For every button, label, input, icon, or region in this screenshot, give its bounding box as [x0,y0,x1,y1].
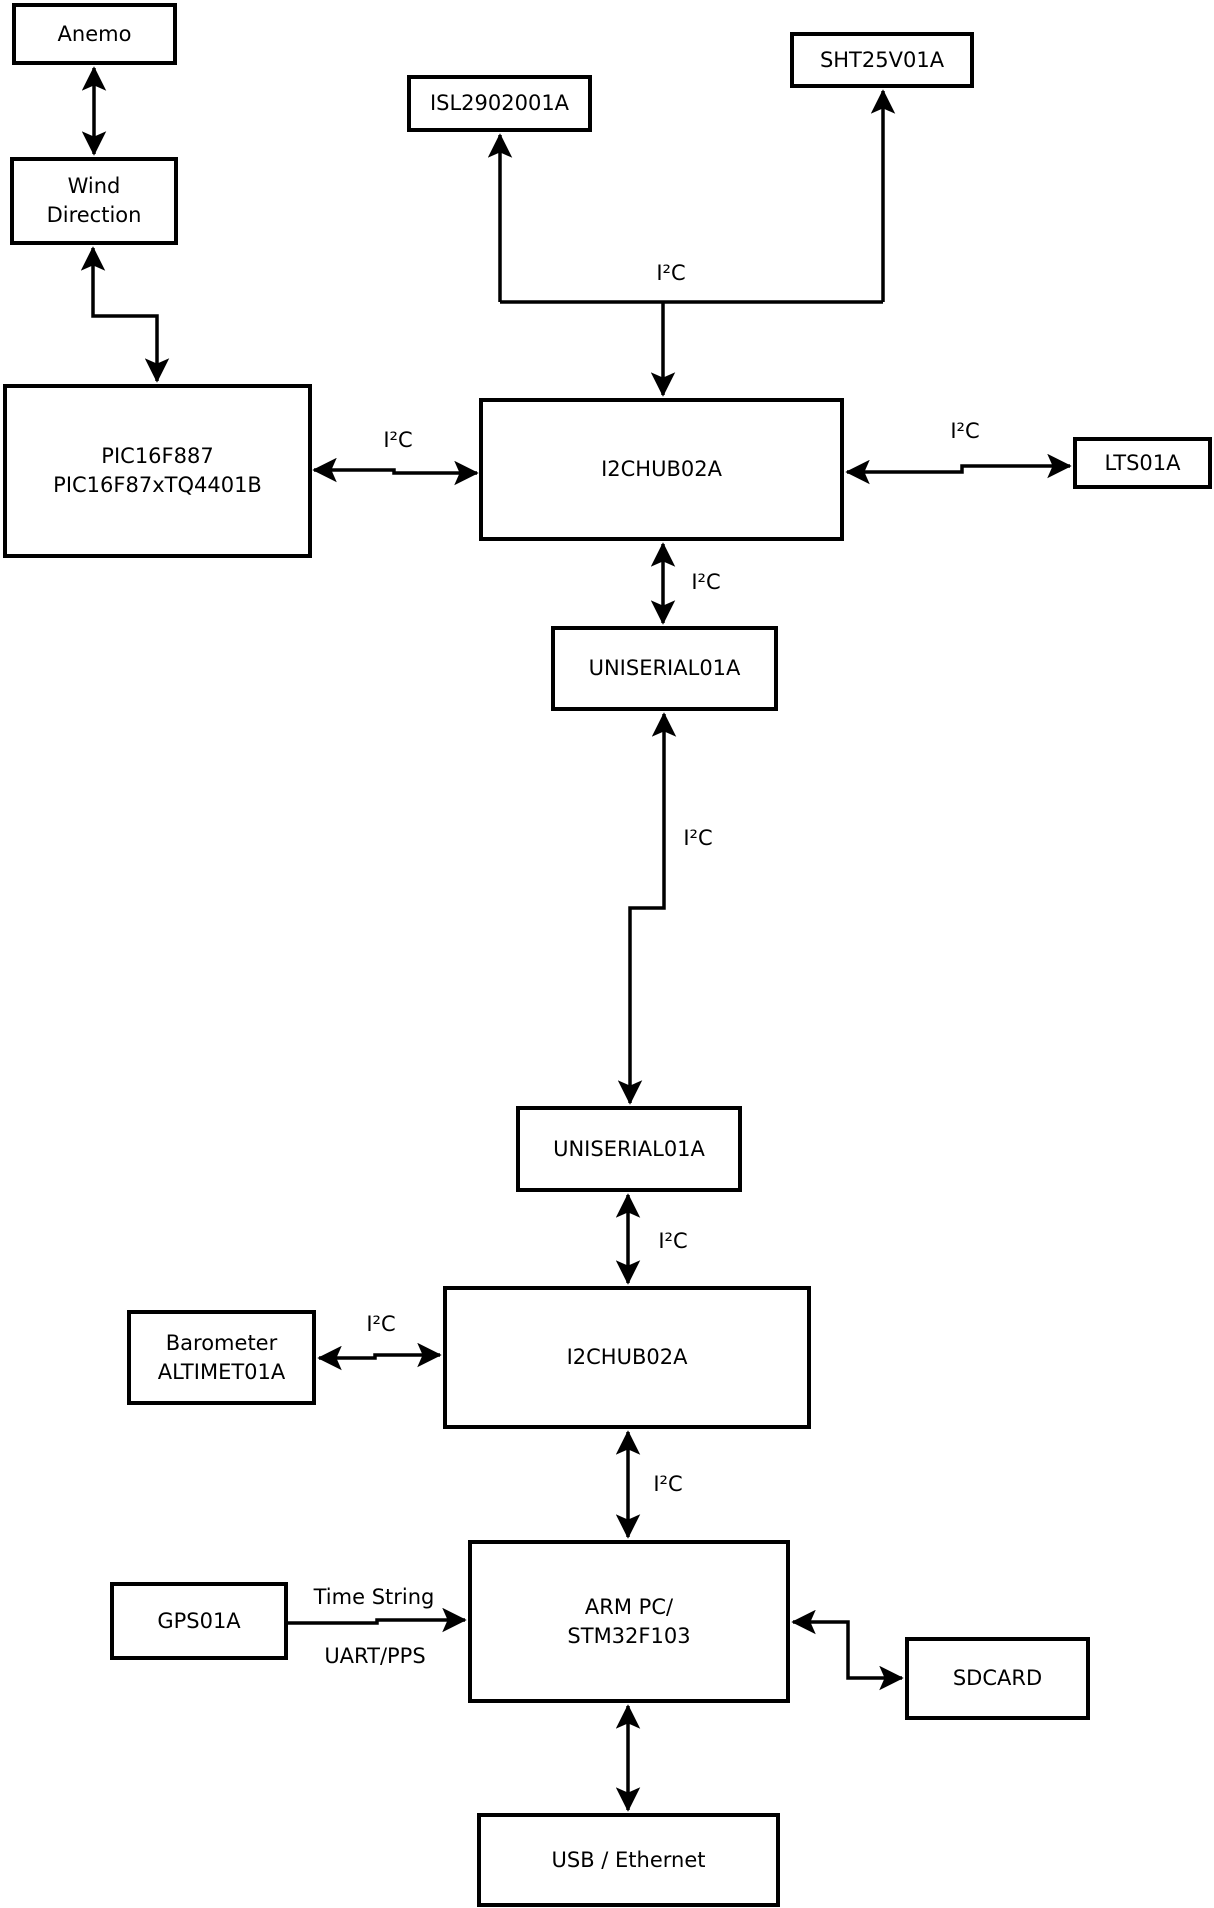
connector-arm-pc-sdcard [791,1609,904,1691]
edge-label-i2c-hub-lts: I²C [950,419,980,443]
node-gps01a: GPS01A [110,1582,288,1660]
edge-label-uart-pps: UART/PPS [324,1644,426,1668]
node-label: SHT25V01A [819,47,945,72]
node-label: UNISERIAL01A [588,656,741,681]
connector-i2chub02a-upper-lts01a [845,453,1072,485]
node-sht25v01a: SHT25V01A [790,32,974,88]
connector-pic16f887-i2chub02a-upper [312,457,479,486]
node-barometer-altimet01a: Barometer ALTIMET01A [127,1310,316,1405]
connector-wind-direction-pic16f887 [80,246,170,383]
node-lts01a: LTS01A [1073,437,1212,489]
node-label: PIC16F887 [101,444,214,469]
edge-label-i2c-bus: I²C [656,261,686,285]
node-label: ARM PC/ [584,1594,674,1619]
node-label: SDCARD [952,1666,1043,1691]
node-arm-pc: ARM PC/ STM32F103 [468,1540,790,1703]
node-usb-ethernet: USB / Ethernet [477,1813,780,1907]
node-label: ISL2902001A [429,91,570,116]
node-isl2902001a: ISL2902001A [407,75,592,132]
node-uniserial01a-upper: UNISERIAL01A [551,626,778,711]
node-label: GPS01A [157,1608,241,1633]
node-wind-direction: Wind Direction [10,157,178,245]
node-i2chub02a-upper: I2CHUB02A [479,398,844,541]
node-pic16f887: PIC16F887 PIC16F87xTQ4401B [3,384,312,558]
node-label: LTS01A [1104,450,1181,475]
node-label: I2CHUB02A [566,1345,688,1370]
edge-label-i2c-uniserial-hub: I²C [658,1229,688,1253]
connector-barometer-i2chub02a-lower [317,1342,442,1371]
edge-label-i2c-hub-uniserial: I²C [691,570,721,594]
node-label: STM32F103 [567,1623,691,1648]
node-label: Anemo [57,21,132,46]
node-label: Wind [67,174,121,199]
node-label: Barometer [165,1330,278,1355]
connector-gps01a-arm-pc [288,1607,467,1633]
node-label: PIC16F87xTQ4401B [53,473,262,497]
node-label: ALTIMET01A [157,1359,286,1384]
edge-label-time-string: Time String [313,1585,435,1609]
edge-label-i2c-pic-hub: I²C [383,428,413,452]
node-anemo: Anemo [12,3,177,65]
node-uniserial01a-lower: UNISERIAL01A [516,1106,742,1192]
edge-label-i2c-uniserial-uniserial: I²C [683,826,713,850]
node-i2chub02a-lower: I2CHUB02A [443,1286,811,1429]
node-label: Direction [46,203,142,227]
edge-label-i2c-hub-arm: I²C [653,1472,683,1496]
edge-label-i2c-barometer-hub: I²C [366,1312,396,1336]
node-sdcard: SDCARD [905,1637,1090,1720]
node-label: UNISERIAL01A [553,1136,705,1161]
node-label: I2CHUB02A [601,457,722,482]
connector-uniserial01a-upper-uniserial01a-lower [617,712,677,1105]
node-label: USB / Ethernet [551,1847,706,1872]
